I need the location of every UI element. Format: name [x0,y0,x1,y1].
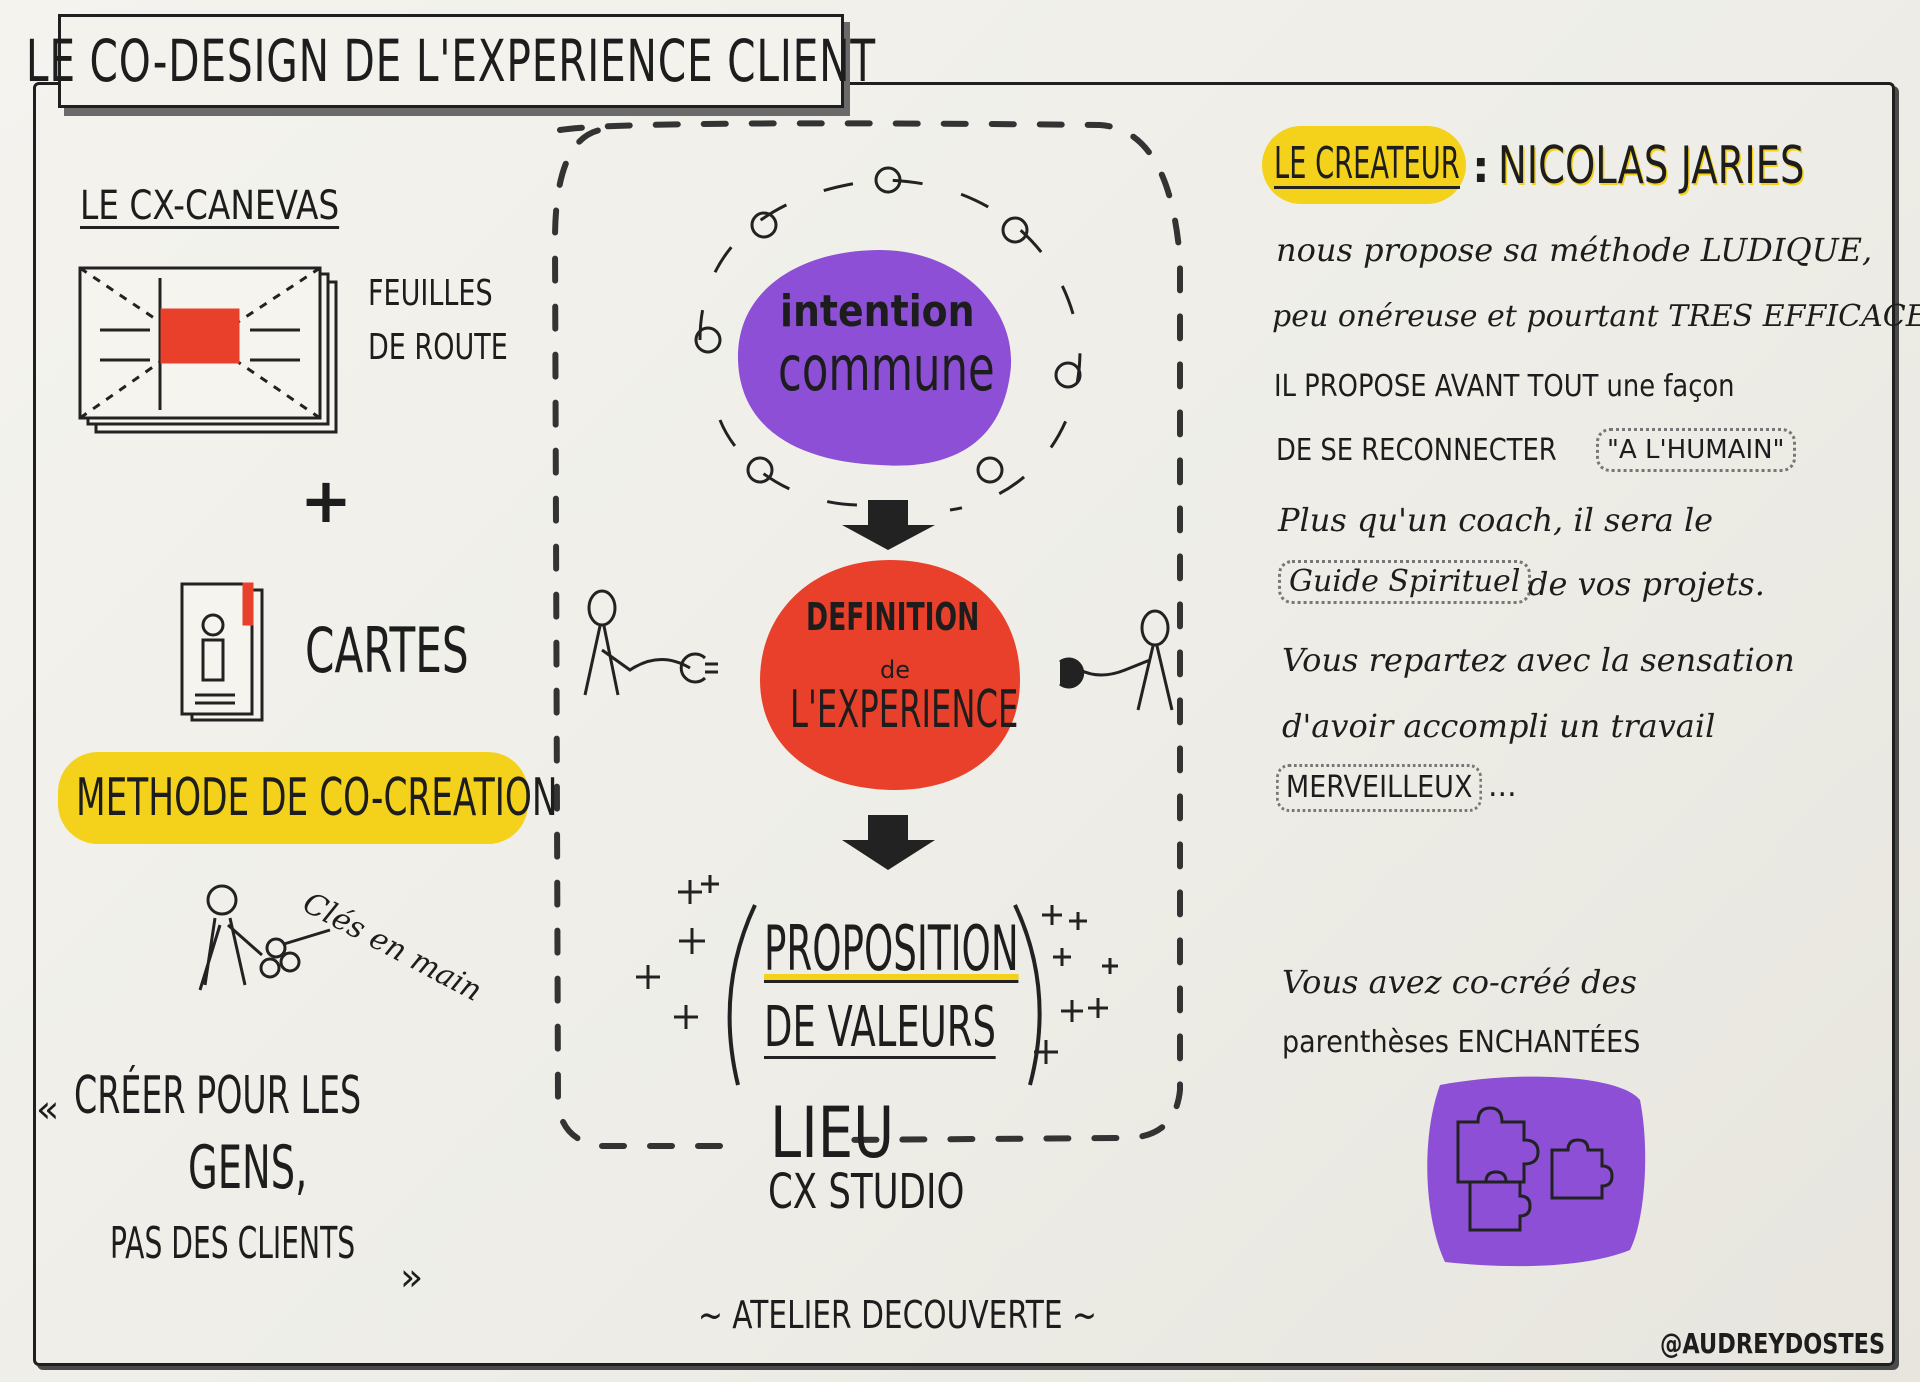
card-drawing [180,582,264,722]
circle1-line-1: intention [780,286,975,337]
value-line-1: PROPOSITION [764,912,1019,985]
sparkles [636,875,1118,1064]
avoir-line: d'avoir accompli un travail [1282,707,1716,745]
ellipsis: ... [1488,769,1517,804]
arrow-down-1 [842,500,935,550]
page-title: LE CO-DESIGN DE L'EXPERIENCE CLIENT [25,27,877,95]
quote-line-2: GENS, [188,1133,308,1203]
quote-line-3: PAS DES CLIENTS [110,1218,356,1269]
text-line-3: IL PROPOSE AVANT TOUT une façon [1274,369,1735,404]
title-box: LE CO-DESIGN DE L'EXPERIENCE CLIENT [26,14,875,108]
cards-label: CARTES [305,614,469,687]
canvas-sheets-drawing [78,266,338,434]
creator-name: NICOLAS JARIES [1498,136,1805,196]
value-line-2: DE VALEURS [764,995,996,1060]
lieu-label: LIEU [770,1092,895,1174]
text-line-1: nous propose sa méthode LUDIQUE, [1276,231,1873,269]
creator-highlight [1262,126,1466,204]
person-plug-left [583,589,718,696]
reconnect-prefix: DE SE RECONNECTER [1276,433,1557,468]
sheets-label-2: DE ROUTE [368,327,508,368]
quote-close: » [400,1255,424,1299]
person-with-keys-drawing [198,884,331,991]
circle1-line-2: commune [778,332,995,405]
signature: @AUDREYDOSTES [1660,1327,1886,1360]
studio-label: CX STUDIO [768,1164,965,1220]
creator-label: LE CREATEUR [1274,138,1460,189]
creator-colon: : [1472,142,1490,193]
guide-suffix: de vos projets. [1528,565,1765,603]
person-plug-right [1059,609,1174,711]
circle2-line-1: DEFINITION [806,595,980,639]
puzzle-icons [1456,1106,1614,1232]
guide-boxed: Guide Spirituel [1278,560,1532,604]
method-heading: METHODE DE CO-CREATION [76,768,558,828]
workshop-label: ~ ATELIER DECOUVERTE ~ [698,1293,1097,1337]
canvas-heading: LE CX-CANEVAS [80,183,340,229]
coach-line: Plus qu'un coach, il sera le [1278,501,1714,539]
quote-open: « [36,1087,60,1131]
sketchnote-frame [33,82,1895,1366]
circle2-line-3: L'EXPERIENCE [790,680,1019,740]
reconnect-boxed: "A L'HUMAIN" [1596,428,1796,472]
arrow-down-2 [842,815,935,870]
cocree-line-2: parenthèses ENCHANTÉES [1282,1025,1641,1060]
intention-circle [737,250,1012,466]
sheets-label-1: FEUILLES [368,273,493,314]
experience-circle [760,560,1020,790]
quote-line-1: CRÉER POUR LES [74,1066,362,1126]
text-line-2: peu onéreuse et pourtant TRES EFFICACE. [1272,299,1920,334]
puzzle-blob [1427,1076,1646,1267]
method-highlight [58,752,528,844]
people-orbit [694,166,1082,512]
value-parentheses [727,904,1042,1086]
circle2-line-2: de [880,656,910,684]
repartez-line: Vous repartez avec la sensation [1282,641,1795,679]
merveilleux-boxed: MERVEILLEUX [1276,764,1483,812]
plus-sign: + [300,464,352,537]
lieu-dashed-frame [551,120,1183,1149]
cocree-line-1: Vous avez co-créé des [1282,963,1637,1001]
